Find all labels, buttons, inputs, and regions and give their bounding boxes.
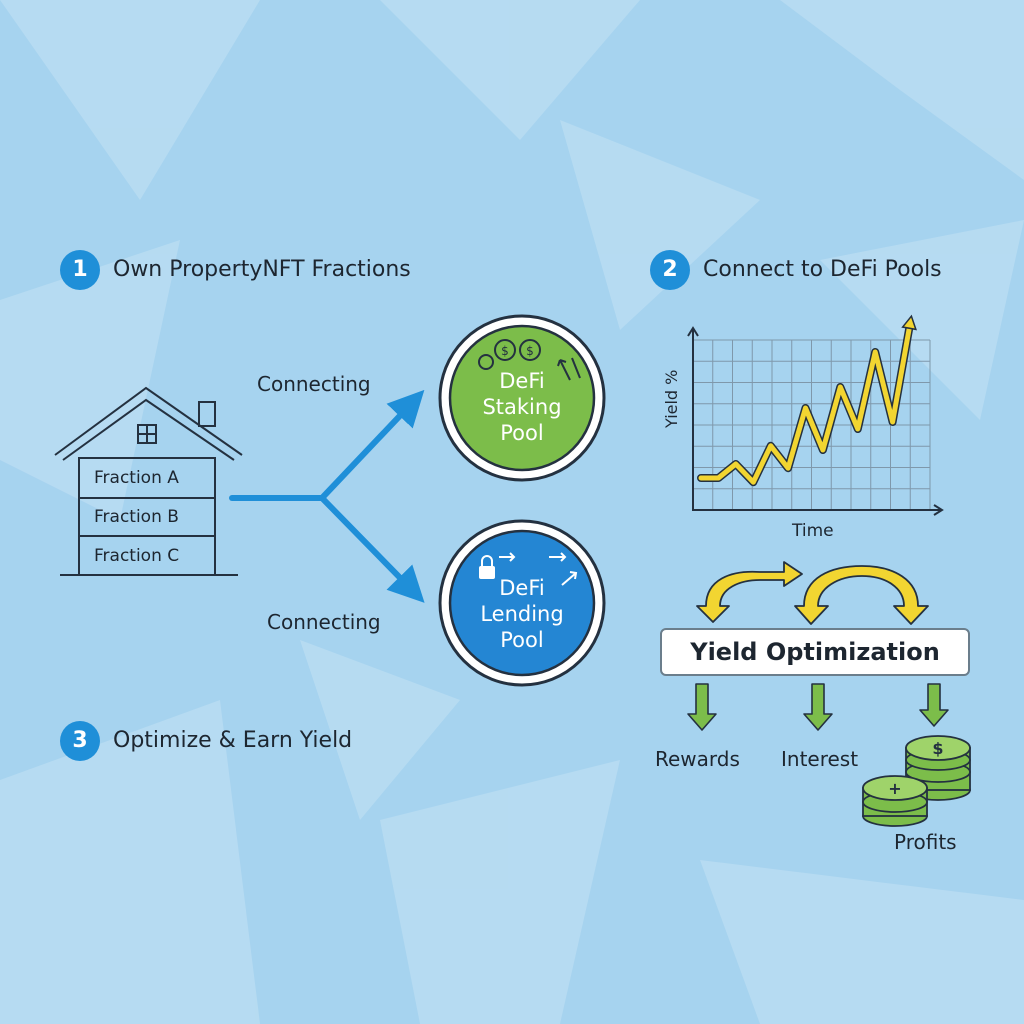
loop-arrows-icon [696, 561, 929, 625]
lending-pool-line-2: Lending [480, 602, 564, 626]
house-icon [54, 386, 243, 576]
lending-pool-line-1: DeFi [499, 576, 545, 600]
yield-optimization-box: Yield Optimization [660, 628, 970, 676]
step-3-badge: 3 [60, 721, 100, 761]
staking-pool-line-1: DeFi [499, 369, 545, 393]
step-1-title: Own PropertyNFT Fractions [113, 257, 411, 282]
fraction-c-label: Fraction C [94, 546, 180, 566]
transfer-arrows-icon [499, 552, 578, 586]
output-rewards-label: Rewards [655, 747, 740, 771]
money-stack-icon: $ + [862, 735, 971, 827]
growth-arrows-icon [557, 357, 581, 381]
lending-pool-label: DeFi Lending Pool [462, 575, 582, 653]
fraction-b-label: Fraction B [94, 507, 179, 527]
output-profits-label: Profits [894, 830, 957, 854]
step-2-title: Connect to DeFi Pools [703, 257, 942, 282]
chart-y-axis-arrow [687, 326, 699, 337]
staking-pool-label: DeFi Staking Pool [462, 368, 582, 446]
svg-text:$: $ [526, 344, 534, 358]
chart-x-axis-arrow [933, 504, 944, 516]
chart-series-line [698, 321, 913, 485]
chart-y-axis-label: Yield % [662, 369, 681, 428]
chart-axes [692, 330, 940, 511]
fraction-a-label: Fraction A [94, 468, 179, 488]
connecting-label-bottom: Connecting [267, 610, 381, 634]
step-3-title: Optimize & Earn Yield [113, 728, 353, 753]
svg-text:$: $ [501, 344, 509, 358]
output-interest-label: Interest [781, 747, 859, 771]
step-2-badge: 2 [650, 250, 690, 290]
yield-optimization-label: Yield Optimization [690, 638, 940, 666]
chart-x-axis-label: Time [792, 521, 834, 541]
chart-series-arrowhead [901, 314, 917, 331]
output-arrows [687, 683, 949, 731]
step-1-badge: 1 [60, 250, 100, 290]
svg-text:$: $ [932, 739, 943, 758]
coin-stack-icon: $ $ [478, 339, 541, 370]
fork-arrows [229, 389, 425, 603]
staking-pool-line-3: Pool [500, 421, 544, 445]
svg-text:+: + [888, 779, 901, 798]
connecting-label-top: Connecting [257, 372, 371, 396]
staking-pool-line-2: Staking [482, 395, 562, 419]
yield-chart [687, 314, 944, 516]
lending-pool-line-3: Pool [500, 628, 544, 652]
lock-icon [479, 555, 495, 579]
